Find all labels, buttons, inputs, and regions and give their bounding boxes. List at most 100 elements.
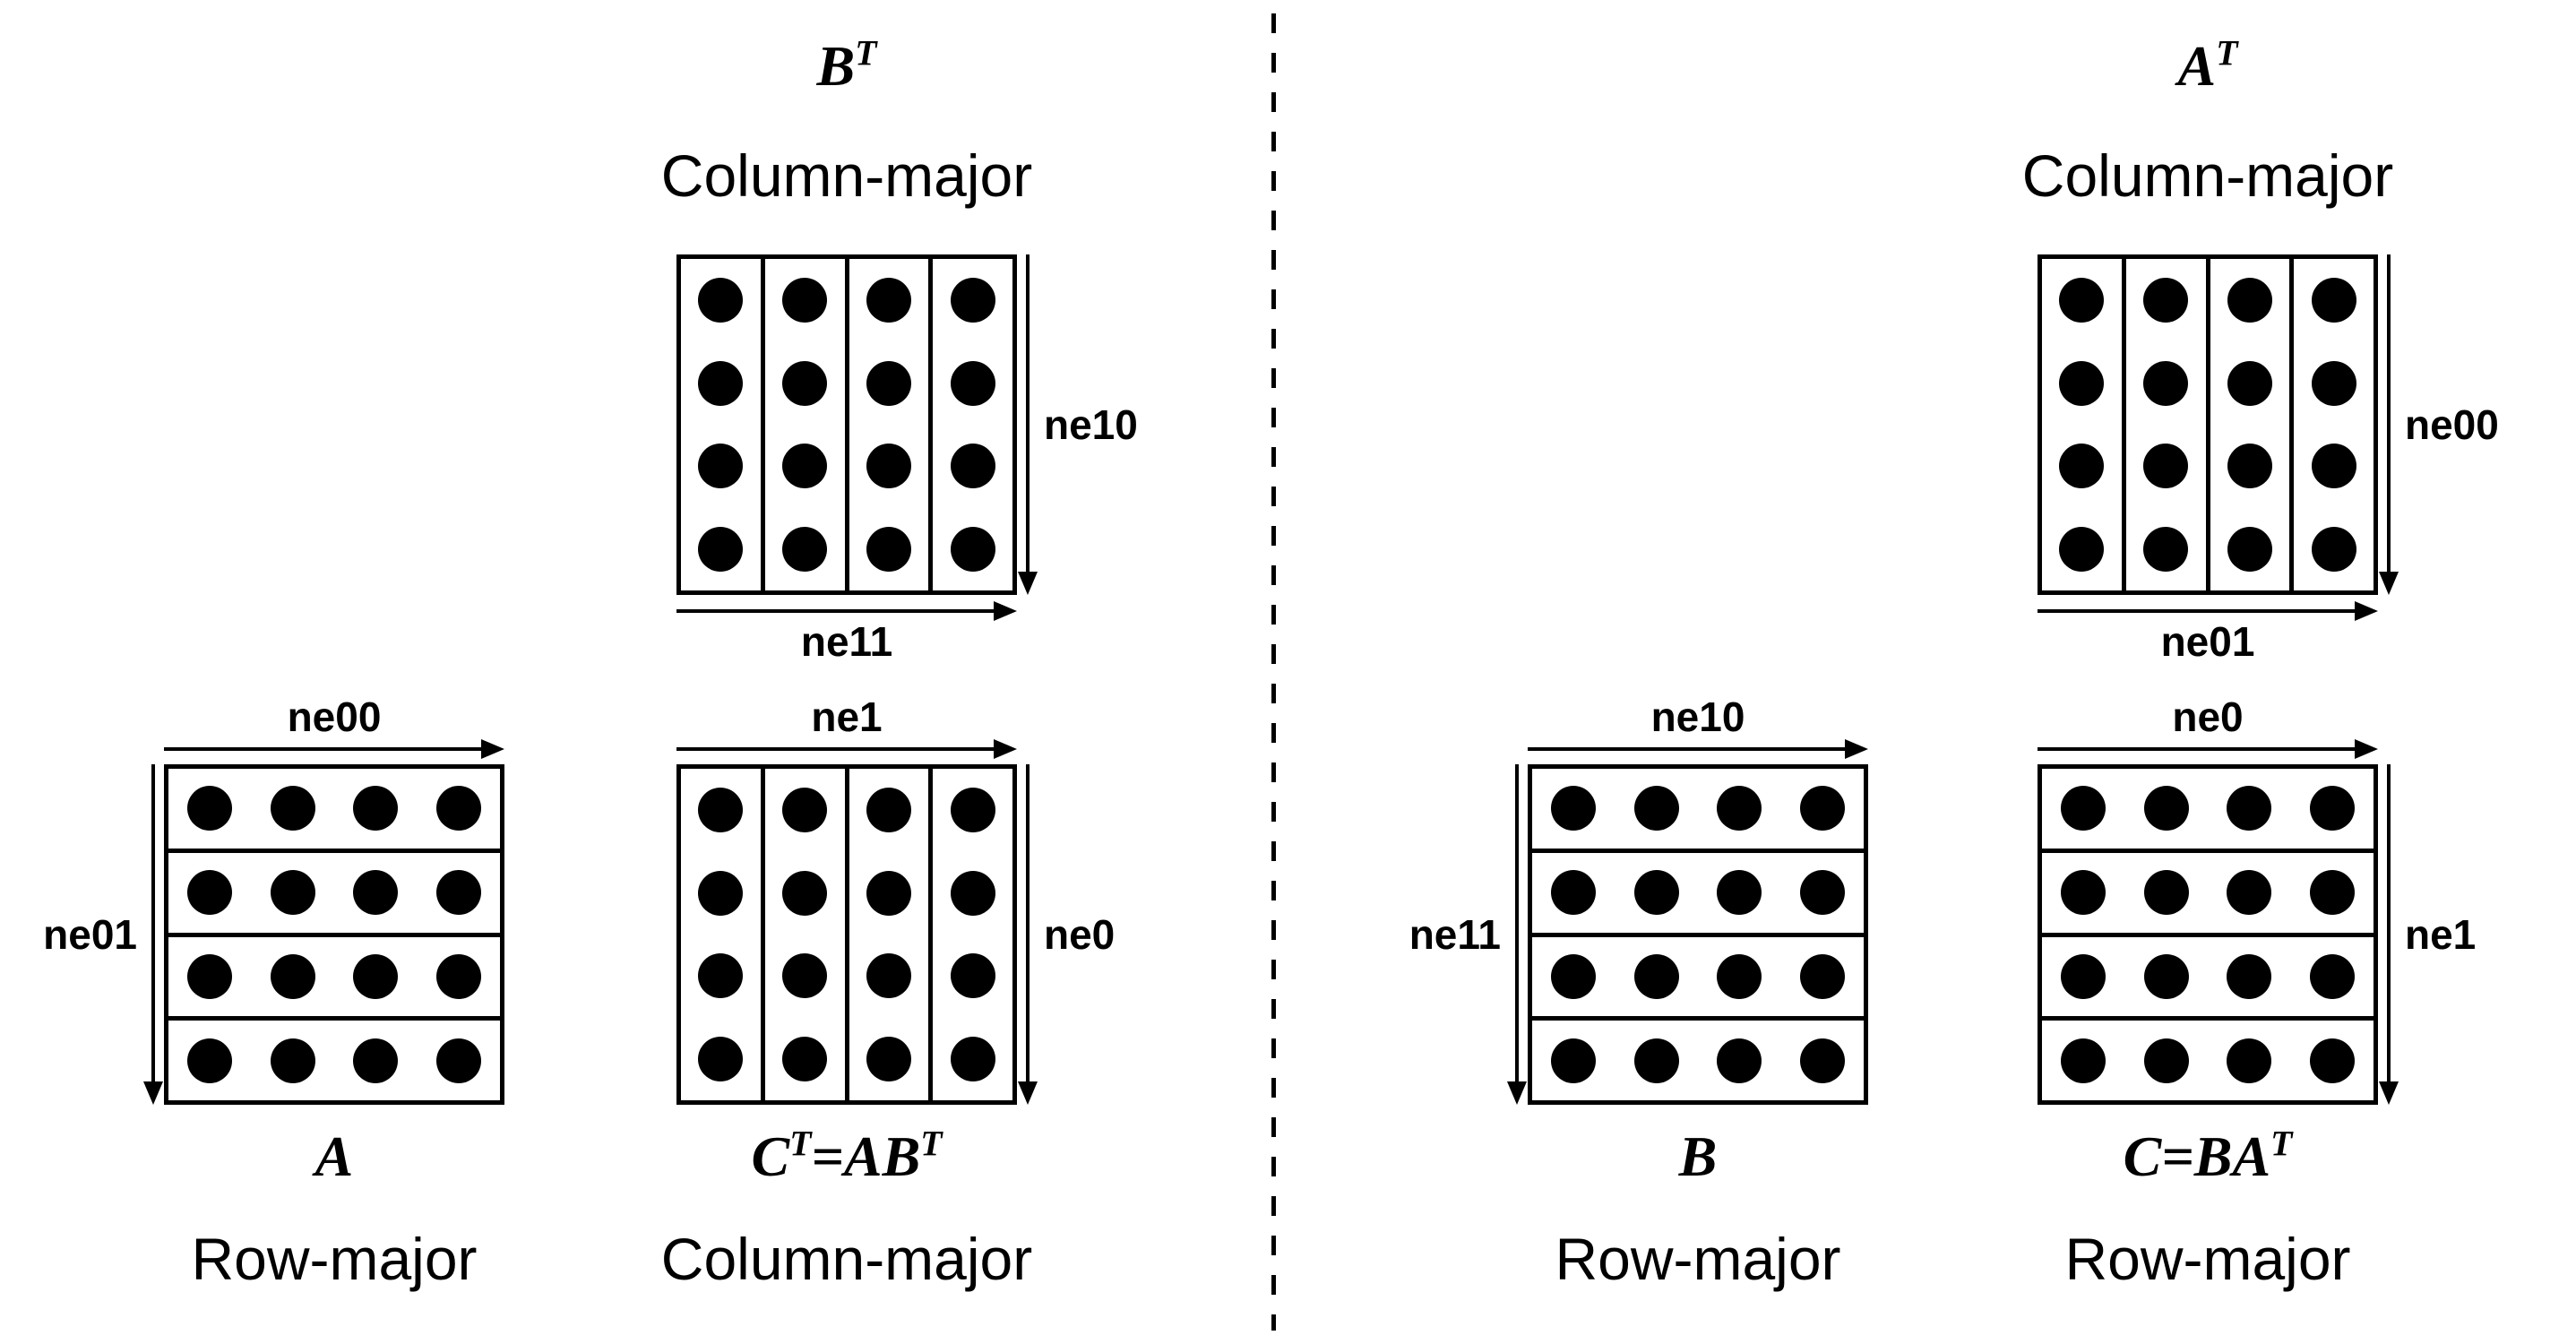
matrix-title-block: B Row-major — [1555, 1124, 1840, 1293]
element-dot — [2227, 870, 2272, 916]
element-dot — [2227, 786, 2272, 831]
matrix-column — [933, 769, 1012, 1100]
horizontal-axis: ne01 — [2038, 609, 2378, 665]
matrix-column — [2042, 259, 2126, 590]
element-dot — [950, 1036, 995, 1081]
element-dot — [950, 278, 995, 323]
element-dot — [866, 870, 911, 916]
element-dot — [2309, 1038, 2355, 1083]
element-dot — [2143, 953, 2189, 999]
element-dot — [1633, 786, 1679, 831]
element-dot — [353, 870, 399, 916]
down-arrow-icon — [2387, 764, 2391, 1081]
element-dot — [435, 1038, 481, 1083]
element-dot — [270, 870, 315, 916]
matrix-row — [1532, 937, 1864, 1021]
element-dot — [866, 278, 911, 323]
element-dot — [2061, 953, 2106, 999]
element-dot — [1799, 1038, 1845, 1083]
memory-layout-label: Row-major — [191, 1226, 478, 1292]
element-dot — [698, 870, 744, 916]
element-dot — [2143, 360, 2189, 406]
matrix-name: AT — [2177, 33, 2238, 98]
element-dot — [698, 360, 744, 406]
element-dot — [2227, 1038, 2272, 1083]
matrix-column — [765, 769, 849, 1100]
element-dot — [1551, 1038, 1597, 1083]
matrix-row — [1532, 1021, 1864, 1100]
matrix-row — [2042, 769, 2374, 853]
axis-label: ne00 — [287, 694, 382, 740]
axis-label: ne0 — [2172, 694, 2244, 740]
matrix-name: A — [314, 1124, 354, 1188]
axis-label: ne10 — [1650, 694, 1745, 740]
element-dot — [950, 788, 995, 833]
element-dot — [698, 788, 744, 833]
matrix-group-c: ne0 ne1 C=BAT Row-major — [2038, 694, 2476, 1292]
horizontal-axis: ne11 — [676, 609, 1017, 665]
element-dot — [2227, 360, 2272, 406]
element-dot — [2143, 526, 2189, 572]
element-dot — [866, 953, 911, 999]
right-arrow-icon — [164, 747, 481, 751]
axis-label: ne0 — [1044, 911, 1116, 958]
element-dot — [2143, 278, 2189, 323]
element-dot — [2309, 786, 2355, 831]
matrix-column — [2210, 259, 2295, 590]
element-dot — [782, 953, 828, 999]
element-dot — [2309, 953, 2355, 999]
axis-label: ne01 — [43, 911, 137, 958]
matrix-name: C=BAT — [2123, 1124, 2293, 1188]
vertical-axis: ne01 — [43, 764, 155, 1105]
matrix-row — [168, 1021, 500, 1100]
matrix-grid — [676, 764, 1017, 1105]
element-dot — [1551, 870, 1597, 916]
element-dot — [782, 278, 828, 323]
right-arrow-icon — [676, 609, 994, 613]
axis-label: ne1 — [811, 694, 883, 740]
element-dot — [1551, 953, 1597, 999]
matrix-title-block: AT Column-major — [2022, 34, 2393, 210]
horizontal-axis: ne1 — [676, 694, 1017, 751]
element-dot — [866, 360, 911, 406]
element-dot — [866, 444, 911, 489]
element-dot — [1717, 870, 1762, 916]
memory-layout-label: Column-major — [2021, 142, 2394, 209]
matrix-grid — [2038, 764, 2378, 1105]
element-dot — [353, 786, 399, 831]
right-arrow-icon — [676, 747, 994, 751]
axis-label: ne11 — [800, 618, 893, 665]
element-dot — [2059, 278, 2105, 323]
matrix-name: CT=ABT — [751, 1124, 943, 1188]
horizontal-axis: ne0 — [2038, 694, 2378, 751]
element-dot — [698, 1036, 744, 1081]
vertical-axis: ne1 — [2387, 764, 2476, 1105]
element-dot — [2309, 870, 2355, 916]
element-dot — [2143, 1038, 2189, 1083]
matrix-title-block: A Row-major — [191, 1124, 477, 1293]
element-dot — [698, 278, 744, 323]
element-dot — [1799, 870, 1845, 916]
element-dot — [782, 870, 828, 916]
element-dot — [270, 786, 315, 831]
down-arrow-icon — [2387, 254, 2391, 572]
memory-layout-label: Row-major — [1555, 1226, 1841, 1292]
element-dot — [2143, 444, 2189, 489]
element-dot — [270, 953, 315, 999]
vertical-axis: ne10 — [1026, 254, 1138, 595]
element-dot — [866, 1036, 911, 1081]
element-dot — [1717, 786, 1762, 831]
element-dot — [2311, 444, 2356, 489]
matrix-group-a: ne00 ne01 A Row-major — [43, 694, 504, 1292]
element-dot — [187, 953, 233, 999]
matrix-row — [2042, 853, 2374, 937]
matrix-row — [1532, 769, 1864, 853]
down-arrow-icon — [151, 764, 155, 1081]
element-dot — [1633, 1038, 1679, 1083]
matrix-title-block: CT=ABT Column-major — [661, 1124, 1032, 1293]
element-dot — [698, 444, 744, 489]
matrix-title-block: C=BAT Row-major — [2064, 1124, 2350, 1293]
matrix-column — [2294, 259, 2374, 590]
element-dot — [950, 360, 995, 406]
